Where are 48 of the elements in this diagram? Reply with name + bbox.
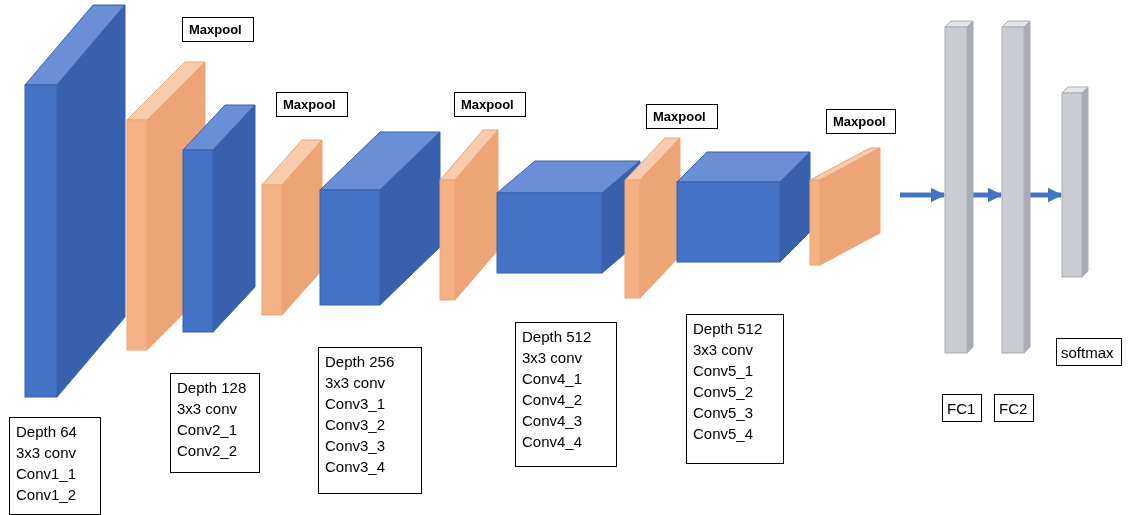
- label-text: Depth 64: [16, 422, 78, 442]
- label-text: Conv5_2: [693, 382, 755, 402]
- layer-label-box: [826, 109, 896, 134]
- label-text: Conv3_1: [325, 394, 387, 414]
- layer-label-box: [318, 347, 422, 494]
- label-text: Conv3_3: [325, 436, 387, 456]
- layer-label-box: [9, 417, 101, 515]
- label-text: Maxpool: [283, 96, 337, 113]
- label-text: Depth 512: [522, 327, 593, 347]
- label-text: Conv5_3: [693, 403, 755, 423]
- layer-label-box: [1056, 338, 1122, 366]
- label-text: Conv4_2: [522, 390, 584, 410]
- label-text: FC1: [947, 399, 977, 419]
- layer-label-box: [686, 314, 784, 464]
- label-text: Conv4_3: [522, 411, 584, 431]
- label-text: 3x3 conv: [16, 443, 78, 463]
- label-text: 3x3 conv: [522, 348, 584, 368]
- label-text: 3x3 conv: [325, 373, 387, 393]
- label-text: Conv2_1: [177, 420, 239, 440]
- label-text: Conv1_1: [16, 464, 78, 484]
- label-text: Conv4_1: [522, 369, 584, 389]
- layer-label-box: [515, 322, 617, 467]
- label-text: Depth 128: [177, 378, 248, 398]
- label-text: softmax: [1061, 343, 1115, 363]
- layer-label-box: [942, 394, 982, 422]
- label-text: Conv1_2: [16, 485, 78, 505]
- label-text: Conv2_2: [177, 441, 239, 461]
- label-text: 3x3 conv: [693, 340, 755, 360]
- layer-label-box: [182, 17, 254, 42]
- label-text: Conv4_4: [522, 432, 584, 452]
- layer-label-box: [276, 92, 348, 117]
- label-text: Maxpool: [189, 21, 243, 38]
- label-text: Depth 512: [693, 319, 764, 339]
- layer-label-box: [454, 92, 526, 117]
- label-text: Maxpool: [653, 108, 707, 125]
- label-text: Conv5_4: [693, 424, 755, 444]
- label-text: Conv3_2: [325, 415, 387, 435]
- label-text: FC2: [999, 399, 1029, 419]
- label-text: Conv3_4: [325, 457, 387, 477]
- label-text: Conv5_1: [693, 361, 755, 381]
- layer-label-box: [170, 373, 260, 473]
- label-text: Depth 256: [325, 352, 396, 372]
- arrow: [900, 187, 946, 203]
- label-text: Maxpool: [461, 96, 515, 113]
- label-text: 3x3 conv: [177, 399, 239, 419]
- layer-label-box: [646, 104, 718, 129]
- layer-label-box: [994, 394, 1034, 422]
- label-text: Maxpool: [833, 113, 887, 130]
